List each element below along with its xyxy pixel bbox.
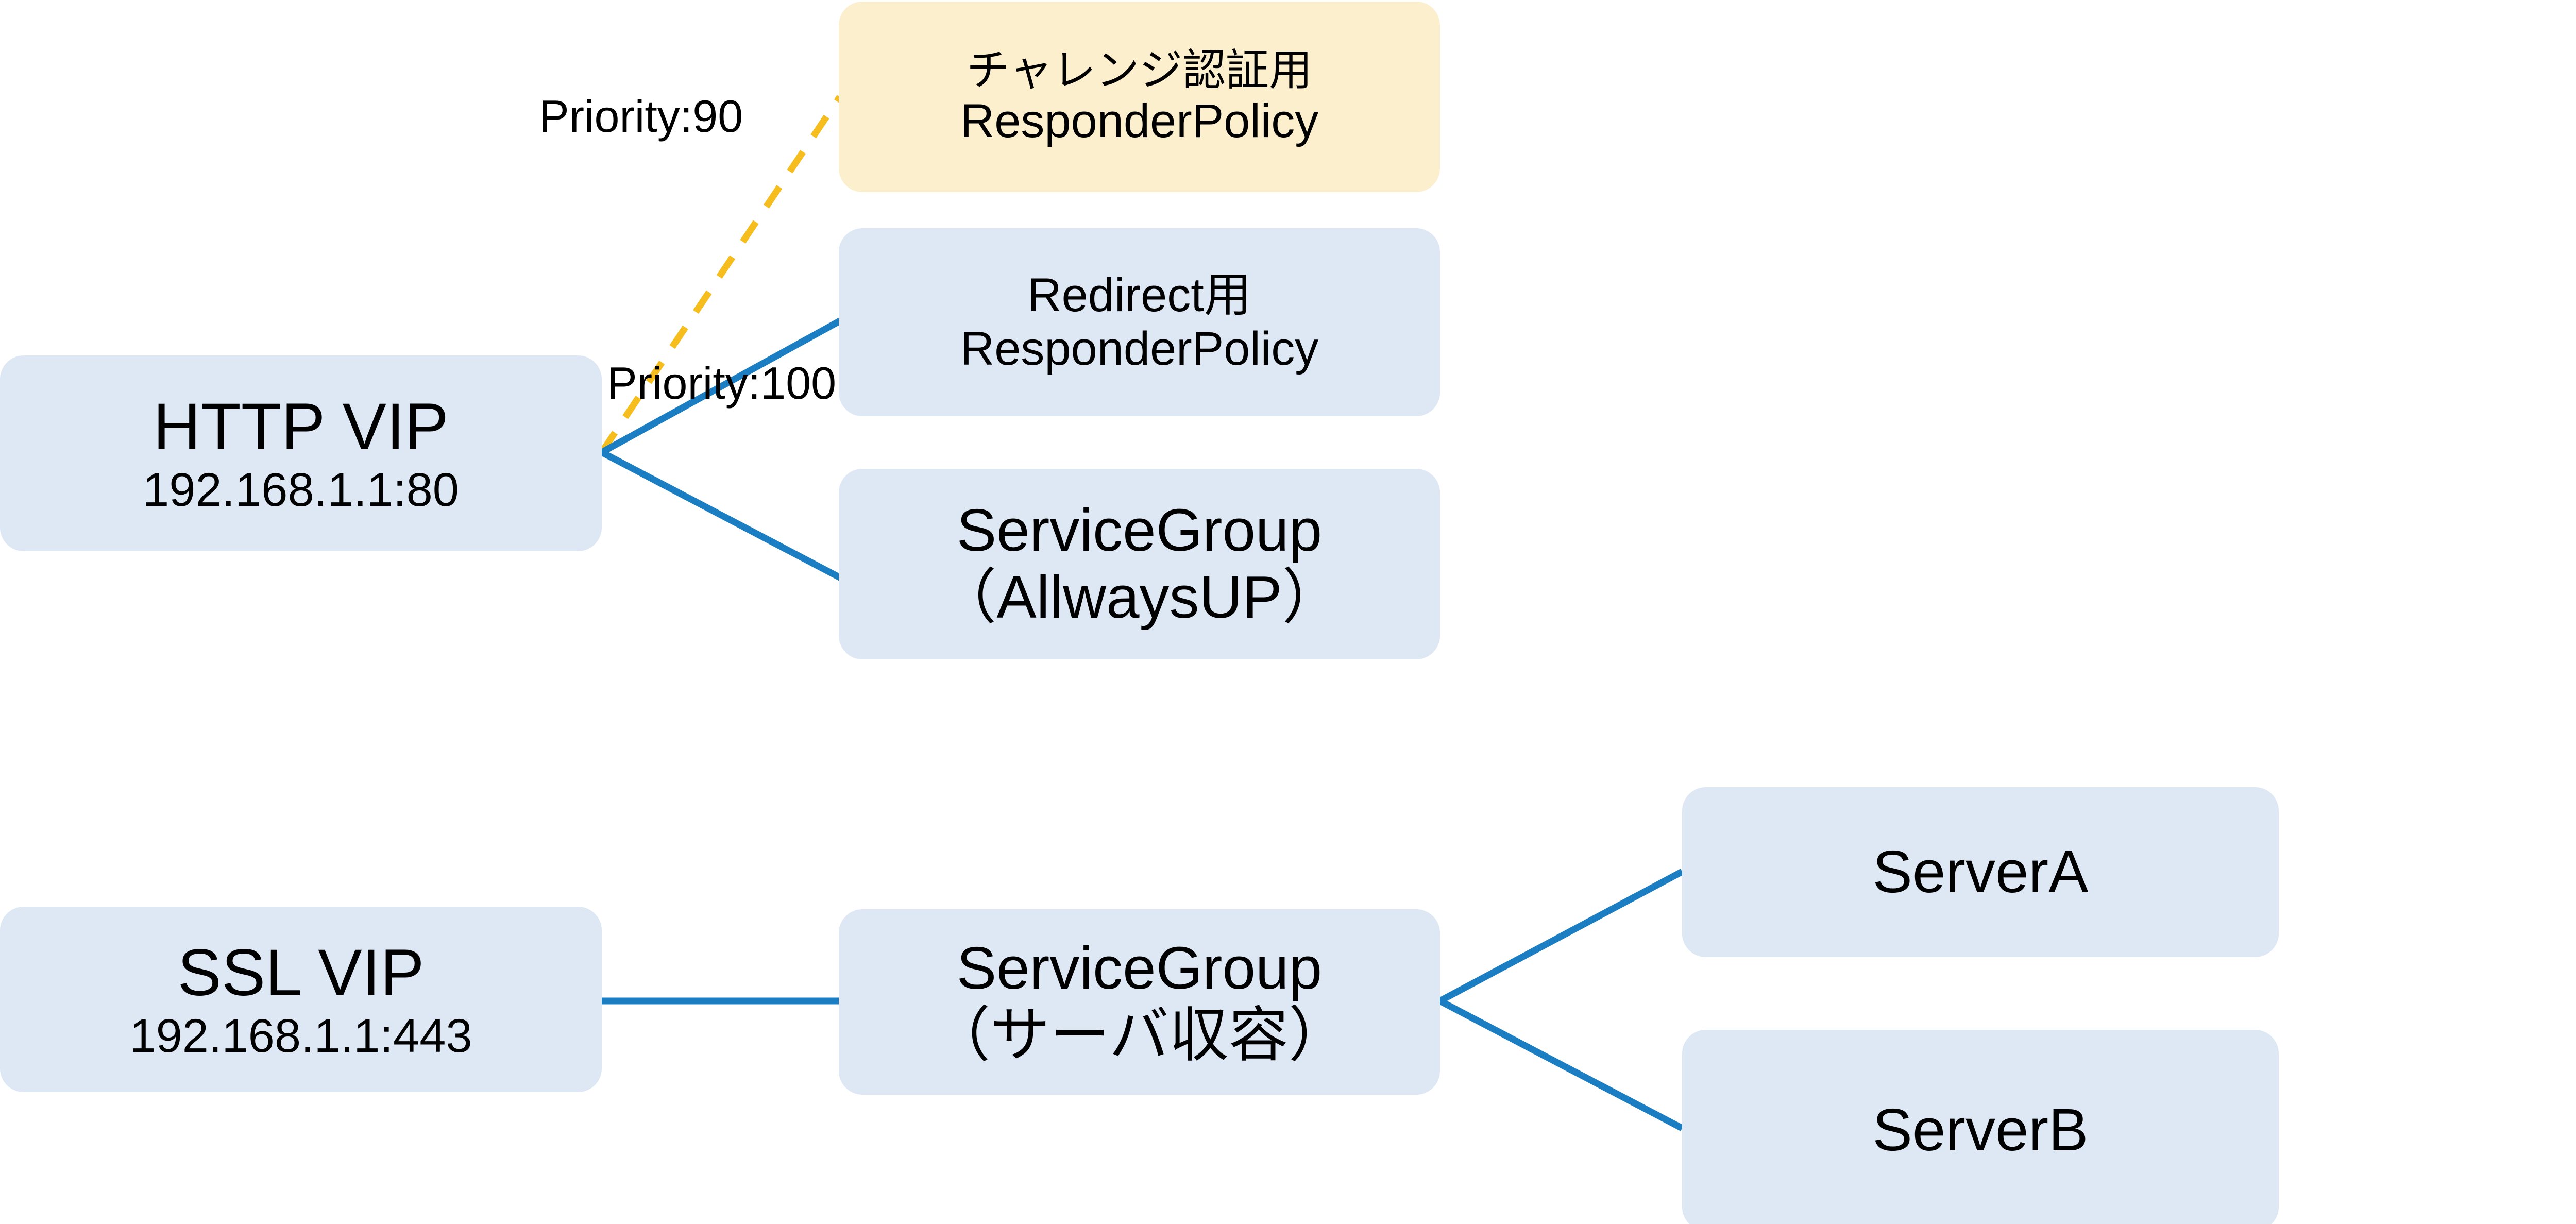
node-ssl-vip-address: 192.168.1.1:443: [129, 1010, 472, 1063]
node-http-vip-address: 192.168.1.1:80: [143, 464, 459, 517]
node-server-a-label: ServerA: [1872, 838, 2089, 906]
node-servicegroup-server-line2: （サーバ収容）: [930, 1001, 1348, 1068]
edge-http-vip-to-servicegroup-allwaysup: [600, 449, 843, 581]
node-servicegroup-server[interactable]: ServiceGroup （サーバ収容）: [839, 909, 1440, 1095]
node-ssl-vip-title: SSL VIP: [177, 936, 425, 1010]
node-server-b[interactable]: ServerB: [1682, 1030, 2279, 1224]
node-ssl-vip[interactable]: SSL VIP 192.168.1.1:443: [0, 907, 602, 1092]
edge-label-priority-100: Priority:100: [607, 358, 837, 409]
node-servicegroup-allwaysup[interactable]: ServiceGroup （AllwaysUP）: [839, 469, 1440, 659]
node-http-vip[interactable]: HTTP VIP 192.168.1.1:80: [0, 355, 602, 551]
node-servicegroup-server-line1: ServiceGroup: [956, 934, 1323, 1002]
node-http-vip-title: HTTP VIP: [153, 389, 449, 464]
node-redirect-responder-policy-line1: Redirect用: [1027, 269, 1251, 322]
node-redirect-responder-policy-line2: ResponderPolicy: [960, 322, 1319, 375]
edge-servicegroup-server-to-server-b: [1438, 998, 1684, 1131]
node-server-a[interactable]: ServerA: [1682, 787, 2279, 957]
node-challenge-responder-policy[interactable]: チャレンジ認証用 ResponderPolicy: [839, 2, 1440, 192]
node-redirect-responder-policy[interactable]: Redirect用 ResponderPolicy: [839, 228, 1440, 416]
edge-label-priority-90: Priority:90: [539, 91, 743, 142]
node-challenge-responder-policy-line2: ResponderPolicy: [960, 94, 1319, 147]
node-server-b-label: ServerB: [1872, 1096, 2089, 1164]
node-servicegroup-allwaysup-line2: （AllwaysUP）: [937, 564, 1342, 631]
edge-servicegroup-server-to-server-a: [1438, 869, 1684, 1004]
node-servicegroup-allwaysup-line1: ServiceGroup: [956, 497, 1323, 564]
node-challenge-responder-policy-line1: チャレンジ認証用: [966, 46, 1313, 95]
